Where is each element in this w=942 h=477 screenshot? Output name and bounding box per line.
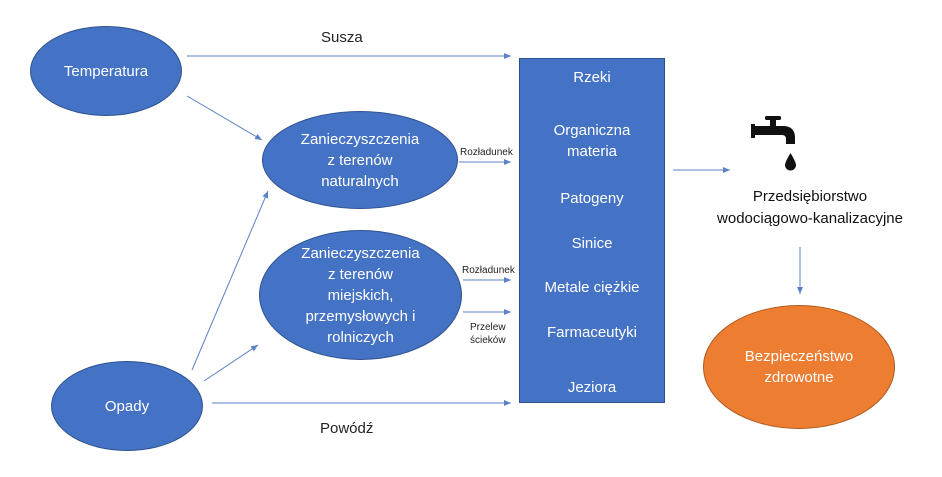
water-item-metals: Metale ciężkie (544, 279, 640, 296)
utility-label: Przedsiębiorstwo wodociągowo-kanalizacyj… (717, 188, 903, 227)
arrow-opady-natural (191, 190, 269, 371)
arrow-opady-urban (203, 344, 259, 382)
node-urban-pollution-label: Zanieczyszczenia z terenów miejskich, pr… (301, 244, 420, 346)
node-opady-label: Opady (104, 397, 150, 415)
node-temperatura: Temperatura (30, 26, 182, 116)
node-temperatura-label: Temperatura (63, 62, 149, 80)
node-urban-pollution: Zanieczyszczenia z terenów miejskich, pr… (259, 230, 462, 360)
label-rozladunek-urban: Rozładunek (462, 265, 515, 276)
arrow-temperatura-natural (186, 95, 263, 141)
label-powodz: Powódź (320, 420, 374, 437)
node-natural-pollution: Zanieczyszczenia z terenów naturalnych (262, 111, 458, 209)
water-item-jeziora: Jeziora (567, 379, 617, 396)
label-przelew-sciekow: Przelew ścieków (470, 322, 506, 346)
node-natural-pollution-label: Zanieczyszczenia z terenów naturalnych (300, 130, 420, 190)
water-item-organic-matter: Organiczna materia (553, 122, 631, 160)
node-health-safety: Bezpieczeństwo zdrowotne (703, 305, 895, 429)
water-item-sinice: Sinice (571, 235, 613, 252)
water-bodies-box: Rzeki Organiczna materia Patogeny Sinice… (519, 58, 665, 403)
water-item-rzeki: Rzeki (573, 69, 611, 86)
node-opady: Opady (51, 361, 203, 451)
label-rozladunek-natural: Rozładunek (460, 147, 513, 158)
water-tap-icon (751, 116, 796, 171)
node-health-safety-label: Bezpieczeństwo zdrowotne (744, 348, 854, 386)
water-item-patogeny: Patogeny (560, 190, 624, 207)
water-item-pharma: Farmaceutyki (546, 324, 638, 341)
label-susza: Susza (321, 29, 363, 46)
